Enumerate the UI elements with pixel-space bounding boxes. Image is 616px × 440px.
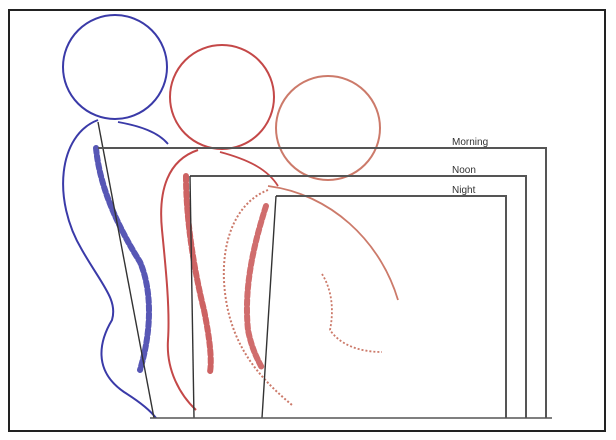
morning-label: Morning [452,137,488,148]
outer-frame [9,10,605,431]
night-label: Night [452,185,476,196]
noon-label: Noon [452,165,476,176]
